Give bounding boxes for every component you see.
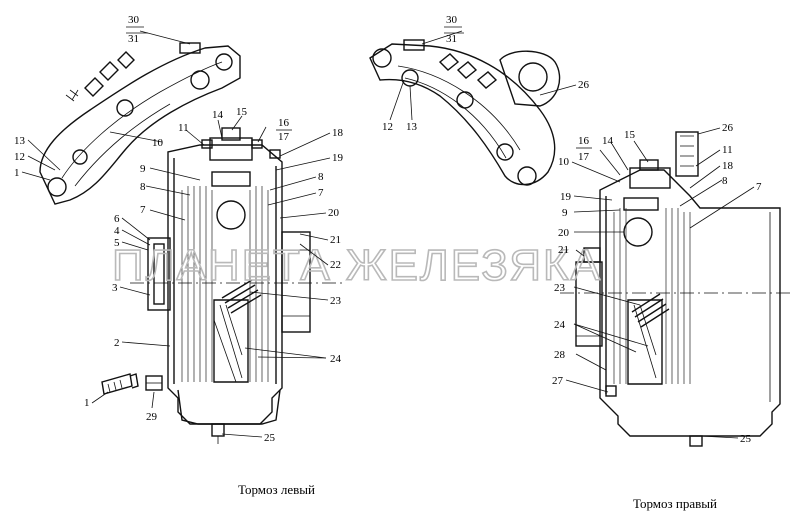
label-26-right: 26 <box>722 122 734 134</box>
label-10-left: 10 <box>152 137 164 149</box>
label-24-left: 24 <box>330 353 342 365</box>
left-bracket <box>39 42 241 205</box>
label-18-left: 18 <box>332 127 344 139</box>
label-16-left: 16 <box>278 117 290 129</box>
label-8-left-a: 8 <box>140 181 146 193</box>
right-leader-lines <box>389 30 755 439</box>
caption-left-brake: Тормоз левый <box>238 482 315 497</box>
label-20-left: 20 <box>328 207 340 219</box>
label-24-right: 24 <box>554 319 566 331</box>
label-12-right: 12 <box>382 121 393 133</box>
label-21-right: 21 <box>558 244 569 256</box>
label-3-left: 3 <box>112 282 118 294</box>
label-23-left: 23 <box>330 295 342 307</box>
label-23-right: 23 <box>554 282 566 294</box>
label-11-left: 11 <box>178 122 189 134</box>
label-30-right: 30 <box>446 14 458 26</box>
label-1-left-bolt: 1 <box>84 397 90 409</box>
label-1-left-top: 1 <box>14 167 20 179</box>
label-7-left-b: 7 <box>318 187 324 199</box>
label-9-left: 9 <box>140 163 146 175</box>
label-27-right: 27 <box>552 375 564 387</box>
label-31-right: 31 <box>446 33 457 45</box>
left-friction-discs <box>181 186 269 382</box>
label-19-right: 19 <box>560 191 572 203</box>
label-31-left: 31 <box>128 33 139 45</box>
right-labels: 30 31 26 12 13 16 17 14 15 26 11 10 18 8… <box>382 14 762 445</box>
label-19-left: 19 <box>332 152 344 164</box>
label-13-right: 13 <box>406 121 418 133</box>
right-brake-section <box>560 131 790 447</box>
label-30-left: 30 <box>128 14 140 26</box>
label-7-left-a: 7 <box>140 204 146 216</box>
left-brake-section <box>130 127 345 444</box>
label-18-right: 18 <box>722 160 734 172</box>
label-10-right: 10 <box>558 156 570 168</box>
caption-right-brake: Тормоз правый <box>633 496 717 511</box>
label-28-right: 28 <box>554 349 566 361</box>
label-8-right: 8 <box>722 175 728 187</box>
label-15-left: 15 <box>236 106 248 118</box>
label-17-right: 17 <box>578 151 590 163</box>
label-15-right: 15 <box>624 129 636 141</box>
label-29-left: 29 <box>146 411 158 423</box>
label-5-left: 5 <box>114 237 120 249</box>
label-2-left: 2 <box>114 337 120 349</box>
label-underlines <box>126 26 592 149</box>
label-14-right: 14 <box>602 135 614 147</box>
label-16-right: 16 <box>578 135 590 147</box>
label-8-left-b: 8 <box>318 171 324 183</box>
label-20-right: 20 <box>558 227 570 239</box>
label-12-left: 12 <box>14 151 25 163</box>
watermark-text: ПЛАНЕТА ЖЕЛЕЗЯКА <box>112 241 602 290</box>
label-11-right: 11 <box>722 144 733 156</box>
label-6-left: 6 <box>114 213 120 225</box>
label-22-left: 22 <box>330 259 341 271</box>
label-7-right: 7 <box>756 181 762 193</box>
label-4-left: 4 <box>114 225 120 237</box>
right-bracket <box>369 39 561 186</box>
left-leader-lines <box>21 30 331 438</box>
left-bolt-and-nut <box>101 373 163 395</box>
left-labels: 30 31 13 12 1 10 11 14 15 16 17 18 19 9 … <box>14 14 344 444</box>
label-25-left: 25 <box>264 432 276 444</box>
label-26-right-top: 26 <box>578 79 590 91</box>
label-21-left: 21 <box>330 234 341 246</box>
label-13-left: 13 <box>14 135 26 147</box>
label-9-right: 9 <box>562 207 568 219</box>
label-25-right: 25 <box>740 433 752 445</box>
label-14-left: 14 <box>212 109 224 121</box>
right-friction-discs <box>613 208 691 384</box>
label-17-left: 17 <box>278 131 290 143</box>
